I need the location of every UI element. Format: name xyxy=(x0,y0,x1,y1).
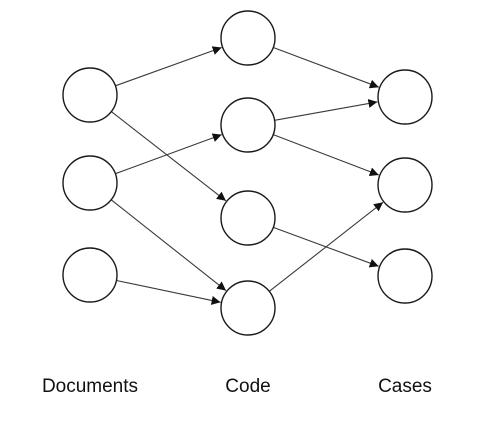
cases-node-k1 xyxy=(377,69,433,125)
edge-c2-to-k1 xyxy=(274,99,378,121)
code-node-c1 xyxy=(220,10,276,66)
nodes-layer xyxy=(62,10,433,336)
column-label-code: Code xyxy=(225,376,270,397)
code-node-c2 xyxy=(220,97,276,153)
column-label-documents: Documents xyxy=(42,376,138,397)
edge-d1-to-c1 xyxy=(115,46,222,87)
edge-c1-to-k1 xyxy=(273,46,379,89)
edge-d2-to-c4 xyxy=(110,199,227,292)
code-node-c4 xyxy=(220,280,276,336)
documents-node-d2 xyxy=(62,155,118,211)
edge-d1-to-c3 xyxy=(110,111,227,202)
cases-node-k3 xyxy=(377,248,433,304)
edges-layer xyxy=(110,46,384,305)
edge-d2-to-c2 xyxy=(115,133,222,175)
edge-c2-to-k2 xyxy=(273,134,379,176)
cases-node-k2 xyxy=(377,157,433,213)
documents-node-d3 xyxy=(62,247,118,303)
edge-c4-to-k2 xyxy=(268,201,384,292)
documents-node-d1 xyxy=(62,67,118,123)
code-node-c3 xyxy=(220,190,276,246)
edge-d3-to-c4 xyxy=(116,279,221,305)
column-label-cases: Cases xyxy=(378,376,432,397)
